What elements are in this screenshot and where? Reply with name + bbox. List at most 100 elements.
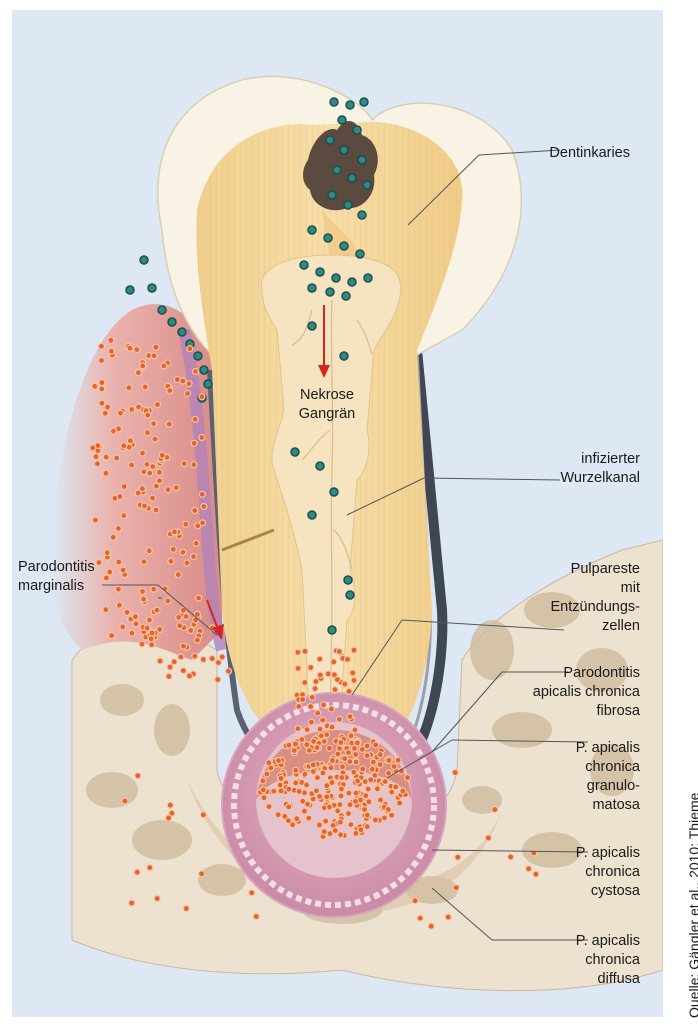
- bacteria-dot: [328, 626, 336, 634]
- inflammatory-cell-dot: [353, 759, 359, 765]
- inflammatory-cell-dot: [118, 410, 124, 416]
- bacteria-dot: [326, 136, 334, 144]
- inflammatory-cell-dot: [377, 752, 383, 758]
- inflammatory-cell-dot: [293, 741, 299, 747]
- inflammatory-cell-dot: [313, 788, 319, 794]
- inflammatory-cell-dot: [149, 630, 155, 636]
- label-text: chronica: [520, 863, 640, 882]
- inflammatory-cell-dot: [385, 807, 391, 813]
- inflammatory-cell-dot: [103, 607, 109, 613]
- inflammatory-cell-dot: [295, 726, 301, 732]
- label-text: Dentinkaries: [500, 144, 630, 163]
- inflammatory-cell-dot: [346, 790, 352, 796]
- bacteria-dot: [346, 591, 354, 599]
- label-text: P. apicalis: [520, 844, 640, 863]
- bacteria-dot: [340, 242, 348, 250]
- bacteria-dot: [364, 274, 372, 282]
- inflammatory-cell-dot: [352, 745, 358, 751]
- inflammatory-cell-dot: [170, 546, 176, 552]
- bacteria-dot: [360, 98, 368, 106]
- inflammatory-cell-dot: [167, 802, 173, 808]
- bacteria-dot: [168, 318, 176, 326]
- inflammatory-cell-dot: [122, 798, 128, 804]
- label-text: cystosa: [520, 882, 640, 901]
- inflammatory-cell-dot: [400, 788, 406, 794]
- inflammatory-cell-dot: [185, 391, 191, 397]
- bacteria-dot: [344, 201, 352, 209]
- inflammatory-cell-dot: [120, 624, 126, 630]
- inflammatory-cell-dot: [135, 490, 141, 496]
- inflammatory-cell-dot: [145, 430, 151, 436]
- inflammatory-cell-dot: [95, 443, 101, 449]
- inflammatory-cell-dot: [186, 381, 192, 387]
- inflammatory-cell-dot: [142, 384, 148, 390]
- label-diffusa: P. apicalis chronica diffusa: [520, 932, 640, 989]
- inflammatory-cell-dot: [171, 659, 177, 665]
- inflammatory-cell-dot: [167, 664, 173, 670]
- inflammatory-cell-dot: [226, 668, 232, 674]
- inflammatory-cell-dot: [177, 623, 183, 629]
- label-pulpareste: Pulpareste mit Entzündungs- zellen: [510, 560, 640, 636]
- label-wurzelkanal: infizierter Wurzelkanal: [510, 450, 640, 488]
- inflammatory-cell-dot: [308, 704, 314, 710]
- inflammatory-cell-dot: [325, 671, 331, 677]
- bacteria-dot: [342, 292, 350, 300]
- inflammatory-cell-dot: [266, 804, 272, 810]
- inflammatory-cell-dot: [99, 358, 105, 364]
- inflammatory-cell-dot: [219, 654, 225, 660]
- inflammatory-cell-dot: [92, 383, 98, 389]
- inflammatory-cell-dot: [165, 598, 171, 604]
- inflammatory-cell-dot: [108, 337, 114, 343]
- inflammatory-cell-dot: [209, 656, 215, 662]
- inflammatory-cell-dot: [199, 871, 205, 877]
- inflammatory-cell-dot: [329, 780, 335, 786]
- inflammatory-cell-dot: [285, 818, 291, 824]
- inflammatory-cell-dot: [215, 660, 221, 666]
- inflammatory-cell-dot: [453, 885, 459, 891]
- inflammatory-cell-dot: [374, 786, 380, 792]
- inflammatory-cell-dot: [146, 548, 152, 554]
- bacteria-dot: [308, 511, 316, 519]
- inflammatory-cell-dot: [334, 677, 340, 683]
- bacteria-dot: [178, 328, 186, 336]
- inflammatory-cell-dot: [166, 673, 172, 679]
- bacteria-dot: [330, 488, 338, 496]
- inflammatory-cell-dot: [302, 648, 308, 654]
- bacteria-dot: [356, 250, 364, 258]
- inflammatory-cell-dot: [154, 607, 160, 613]
- inflammatory-cell-dot: [180, 643, 186, 649]
- inflammatory-cell-dot: [321, 829, 327, 835]
- inflammatory-cell-dot: [108, 348, 114, 354]
- inflammatory-cell-dot: [293, 780, 299, 786]
- bacteria-dot: [340, 146, 348, 154]
- label-text: P. apicalis: [520, 932, 640, 951]
- label-nekrose: Nekrose Gangrän: [272, 386, 382, 424]
- inflammatory-cell-dot: [129, 630, 135, 636]
- bacteria-dot: [158, 306, 166, 314]
- label-apicalis-fibrosa: Parodontitis apicalis chronica fibrosa: [500, 664, 640, 721]
- inflammatory-cell-dot: [260, 787, 266, 793]
- inflammatory-cell-dot: [397, 800, 403, 806]
- inflammatory-cell-dot: [135, 370, 141, 376]
- inflammatory-cell-dot: [193, 369, 199, 375]
- inflammatory-cell-dot: [181, 461, 187, 467]
- inflammatory-cell-dot: [310, 769, 316, 775]
- inflammatory-cell-dot: [275, 812, 281, 818]
- inflammatory-cell-dot: [200, 812, 206, 818]
- inflammatory-cell-dot: [342, 681, 348, 687]
- bacteria-dot: [344, 576, 352, 584]
- inflammatory-cell-dot: [99, 400, 105, 406]
- inflammatory-cell-dot: [142, 503, 148, 509]
- inflammatory-cell-dot: [351, 769, 357, 775]
- inflammatory-cell-dot: [355, 778, 361, 784]
- inflammatory-cell-dot: [340, 764, 346, 770]
- inflammatory-cell-dot: [134, 869, 140, 875]
- bacteria-dot: [328, 191, 336, 199]
- inflammatory-cell-dot: [353, 790, 359, 796]
- inflammatory-cell-dot: [166, 421, 172, 427]
- inflammatory-cell-dot: [338, 740, 344, 746]
- inflammatory-cell-dot: [346, 688, 352, 694]
- inflammatory-cell-dot: [145, 412, 151, 418]
- inflammatory-cell-dot: [192, 508, 198, 514]
- inflammatory-cell-dot: [93, 454, 99, 460]
